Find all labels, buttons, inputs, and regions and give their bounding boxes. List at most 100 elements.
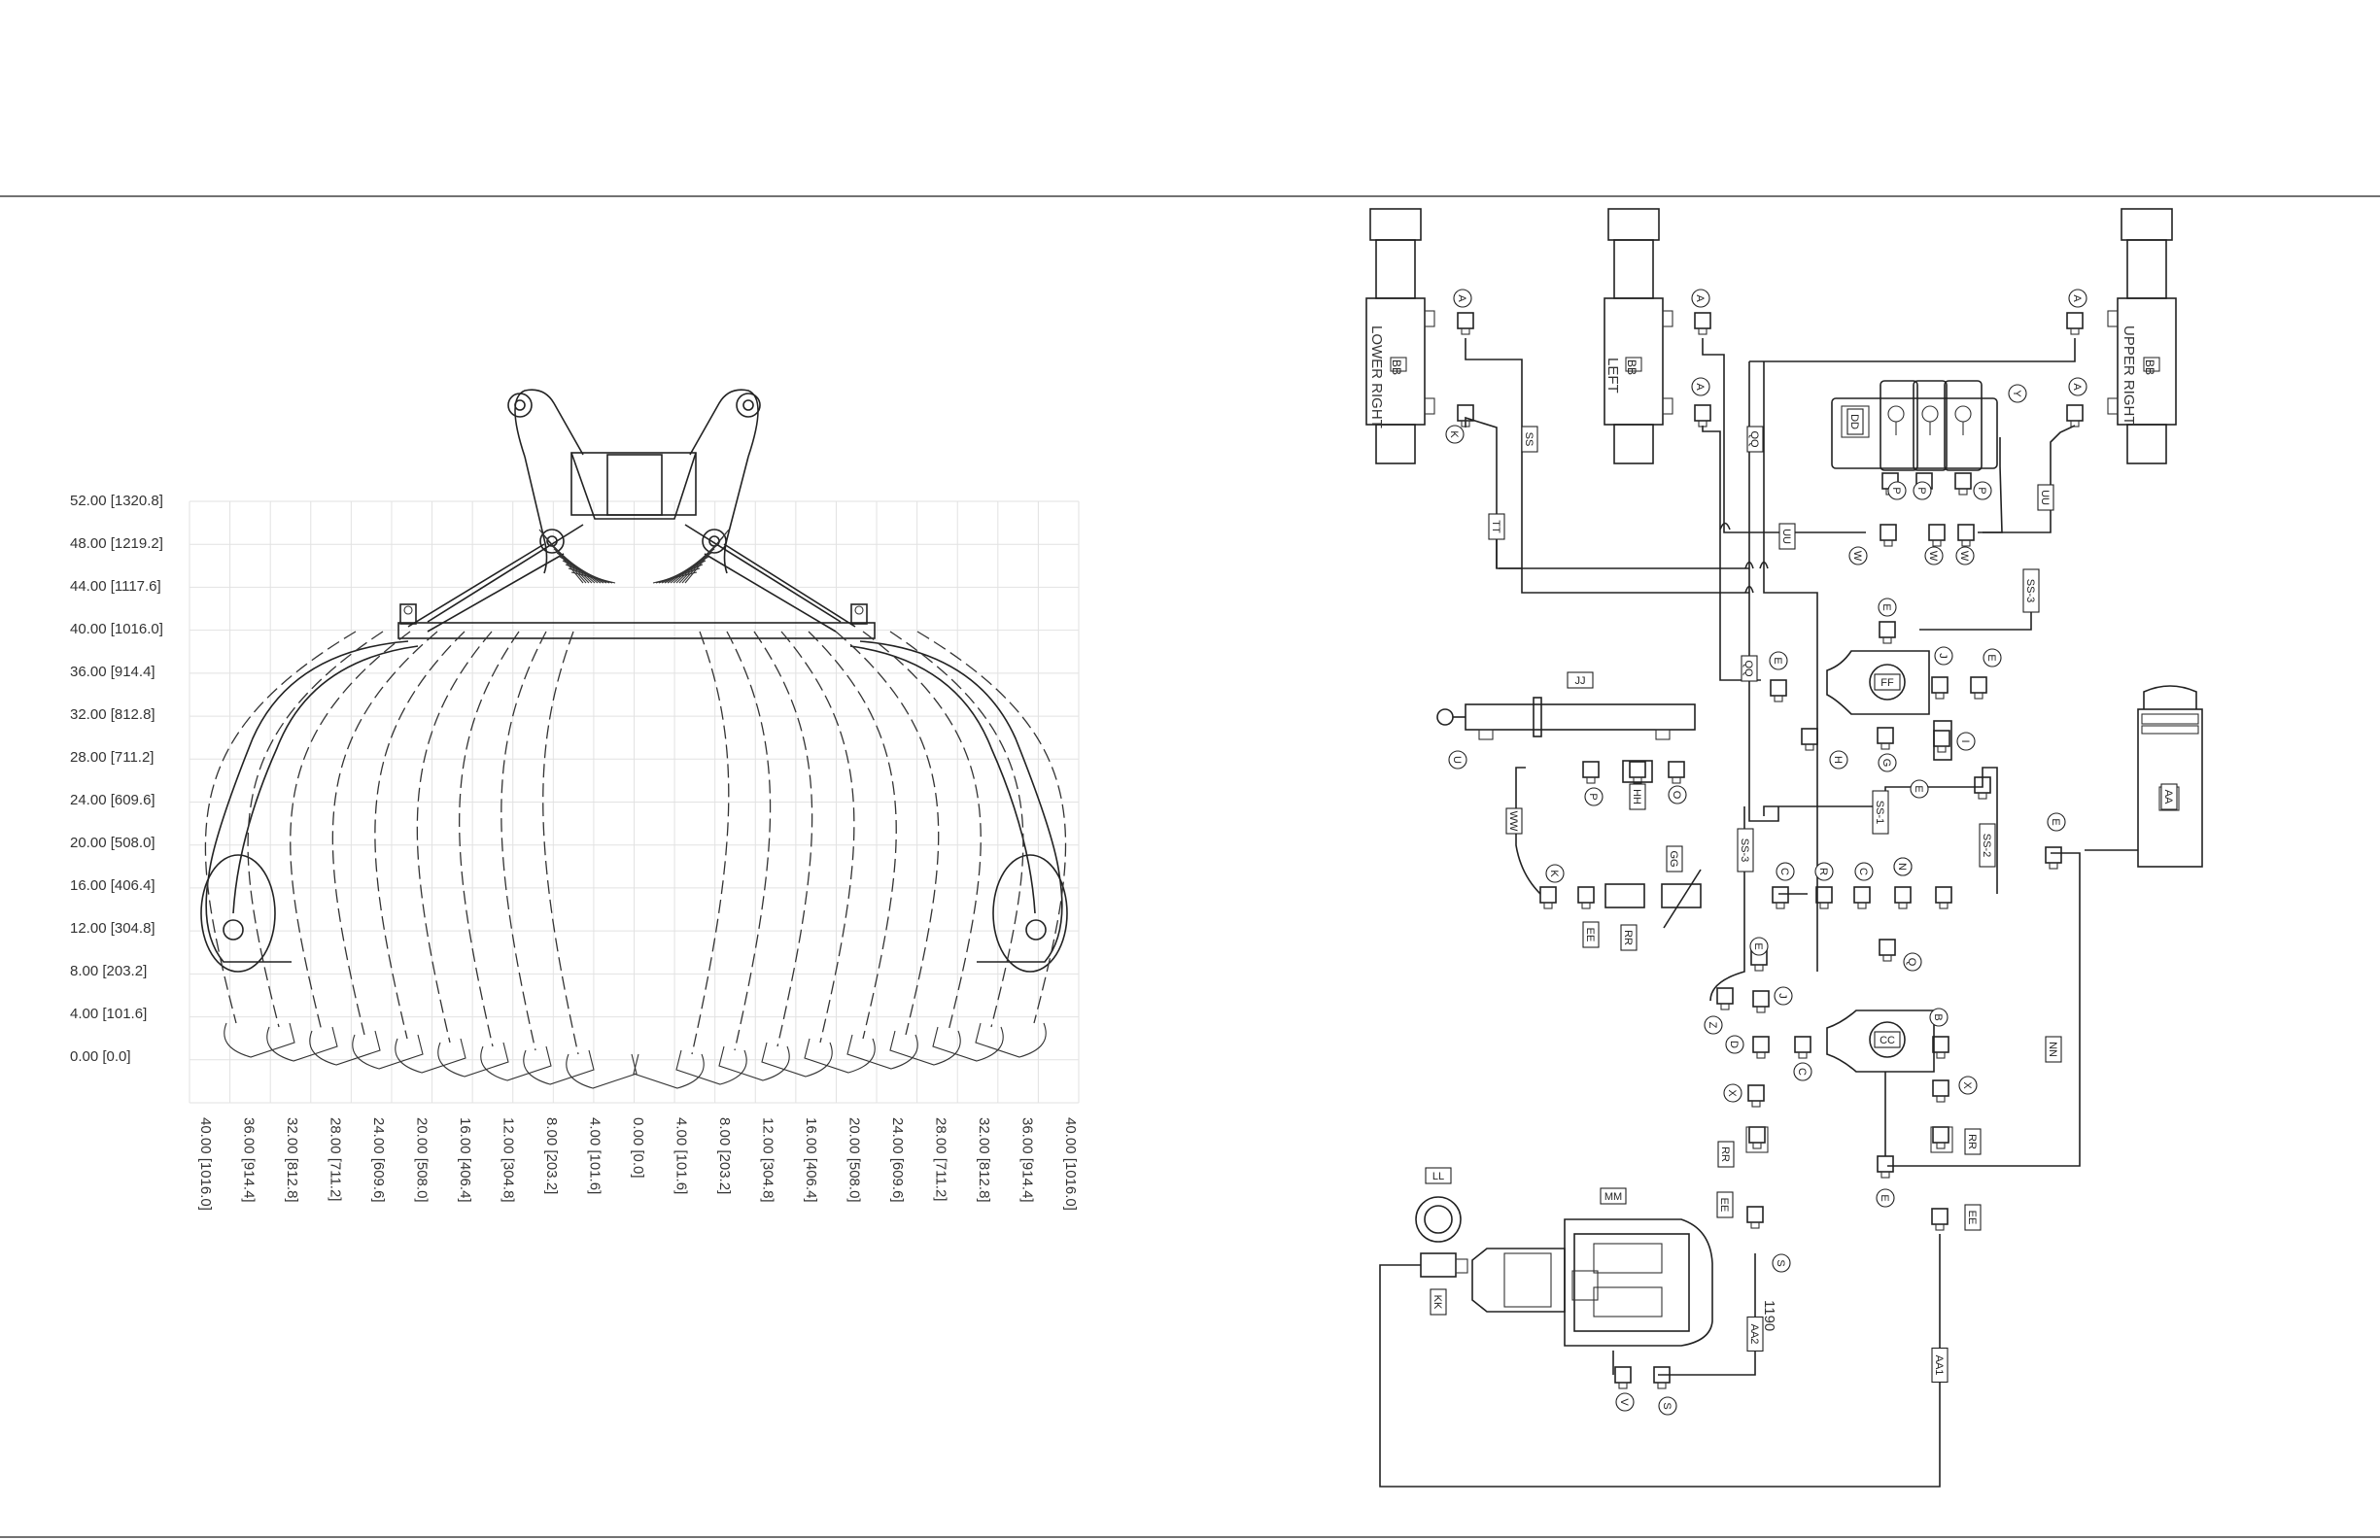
tine-path-right	[726, 631, 772, 1051]
tine-tip-right	[932, 1026, 1004, 1062]
boxed-tag-frame	[1874, 673, 1901, 691]
fitting	[2066, 312, 2084, 329]
fitting-nut	[1883, 539, 1893, 547]
boxed-tag-label: LL	[1432, 1171, 1444, 1182]
boxed-tag-frame	[1716, 1191, 1734, 1218]
valve-block-dd	[1831, 380, 1998, 471]
tine-path-right	[780, 631, 855, 1044]
x-tick-label: 16.00 [406.4]	[457, 1117, 473, 1203]
fitting	[1539, 886, 1557, 904]
callout-circle	[1725, 1035, 1744, 1054]
callout-label: H	[1832, 756, 1844, 764]
boxed-tag-frame	[2160, 783, 2178, 810]
fitting-nut	[1586, 776, 1596, 784]
callout-circle	[1854, 862, 1874, 881]
boxed-tag-frame	[1979, 823, 1996, 868]
y-tick-label: 8.00 [203.2]	[70, 963, 147, 979]
fitting-nut	[1581, 902, 1591, 909]
fitting-nut	[1751, 1100, 1761, 1108]
x-tick-label: 4.00 [101.6]	[587, 1117, 604, 1194]
fitting-nut	[2070, 420, 2080, 428]
callout-label: W	[1958, 551, 1970, 562]
boxed-tag-label: SS-1	[1874, 801, 1885, 824]
y-tick-label: 44.00 [1117.6]	[70, 578, 161, 595]
callout-circle	[1691, 377, 1710, 396]
tine-path-left	[459, 631, 520, 1047]
fitting-nut	[1936, 1051, 1946, 1059]
x-tick-labels: 40.00 [1016.0]36.00 [914.4]32.00 [812.8]…	[197, 1117, 1079, 1211]
callout-circle	[1848, 546, 1868, 565]
callout-circle	[1793, 1062, 1812, 1081]
tine-tip-left	[224, 1022, 295, 1058]
callout-circle	[1983, 648, 2002, 667]
callout-label: D	[1728, 1041, 1740, 1048]
boxed-tag-frame	[1931, 1347, 1949, 1384]
boxed-tag-frame	[2037, 484, 2054, 511]
callout-label: S	[1661, 1402, 1673, 1409]
fitting	[1614, 1366, 1632, 1384]
fitting	[1932, 1036, 1949, 1053]
x-tick-label: 28.00 [711.2]	[328, 1117, 344, 1201]
boxed-tag-label: NN	[2047, 1042, 2058, 1057]
fitting	[1694, 404, 1711, 422]
callout-circle	[1749, 937, 1769, 956]
callout-circle	[2047, 812, 2066, 832]
tine-path-right	[835, 631, 940, 1036]
tine-tip-left	[395, 1038, 466, 1074]
y-tick-label: 20.00 [508.0]	[70, 835, 155, 851]
callout-label: E	[1772, 657, 1783, 664]
boxed-tag-label: AA1	[1933, 1355, 1945, 1376]
x-tick-label: 36.00 [914.4]	[241, 1117, 258, 1203]
cylinder-lower-right-label: LOWER RIGHT	[1368, 325, 1385, 428]
y-tick-label: 32.00 [812.8]	[70, 706, 155, 723]
boxed-tag-label: DD	[1848, 414, 1860, 429]
tine-tip-left	[266, 1026, 338, 1062]
boxed-tag-frame	[1567, 671, 1594, 689]
x-tick-label: 24.00 [609.6]	[889, 1117, 906, 1203]
callout-label: A	[1694, 383, 1706, 391]
boxed-tag-label: MM	[1604, 1191, 1622, 1203]
callout-label: A	[2071, 383, 2083, 391]
boxed-tag-label: RR	[1719, 1146, 1731, 1162]
callout-circle	[1913, 481, 1932, 500]
fitting	[1747, 1084, 1765, 1102]
fitting-nut	[1754, 964, 1764, 972]
y-tick-label: 36.00 [914.4]	[70, 664, 155, 680]
callout-label: S	[1775, 1259, 1786, 1266]
boxed-tag-label: EE	[1584, 928, 1596, 942]
callout-circle	[1924, 546, 1944, 565]
fitting-nut	[1978, 792, 1987, 800]
callout-label: P	[1587, 793, 1599, 800]
boxed-tag-label: JJ	[1575, 675, 1586, 687]
callout-label: X	[1726, 1089, 1738, 1097]
fitting	[1894, 886, 1912, 904]
callout-circle	[1445, 425, 1465, 444]
fitting-nut	[1798, 1051, 1808, 1059]
fitting-nut	[1935, 692, 1945, 700]
fitting-nut	[1939, 902, 1949, 909]
fitting	[1880, 524, 1897, 541]
callout-circle	[1668, 785, 1687, 804]
boxed-tag-frame	[1872, 790, 1889, 835]
callouts: AAAAAKKYYPPPPWWWEEEEEEEJJHGIUOCCCRNQZDXX…	[1445, 289, 2087, 1416]
callout-label: U	[1451, 756, 1463, 764]
y-tick-label: 0.00 [0.0]	[70, 1048, 131, 1065]
boxed-tag-label: QQ	[1742, 660, 1754, 677]
boxed-tag-frame	[1746, 426, 1764, 453]
callout-circle	[1615, 1392, 1635, 1412]
tine-tip-left	[480, 1045, 552, 1081]
y-tick-label: 48.00 [1219.2]	[70, 535, 163, 552]
cylinder-left-label: LEFT	[1604, 358, 1621, 394]
fitting-nut	[1461, 327, 1470, 335]
fitting	[1577, 886, 1595, 904]
fitting	[1957, 524, 1975, 541]
boxed-tag-label: GG	[1668, 850, 1679, 867]
fitting-nut	[1698, 327, 1707, 335]
boxed-tag-label: SS	[1523, 432, 1535, 447]
cross-beam	[397, 603, 876, 639]
callout-label: E	[1913, 785, 1924, 792]
boxed-tag-frame	[1737, 828, 1754, 873]
fitting-nut	[1776, 902, 1785, 909]
callout-circle	[1973, 481, 1992, 500]
